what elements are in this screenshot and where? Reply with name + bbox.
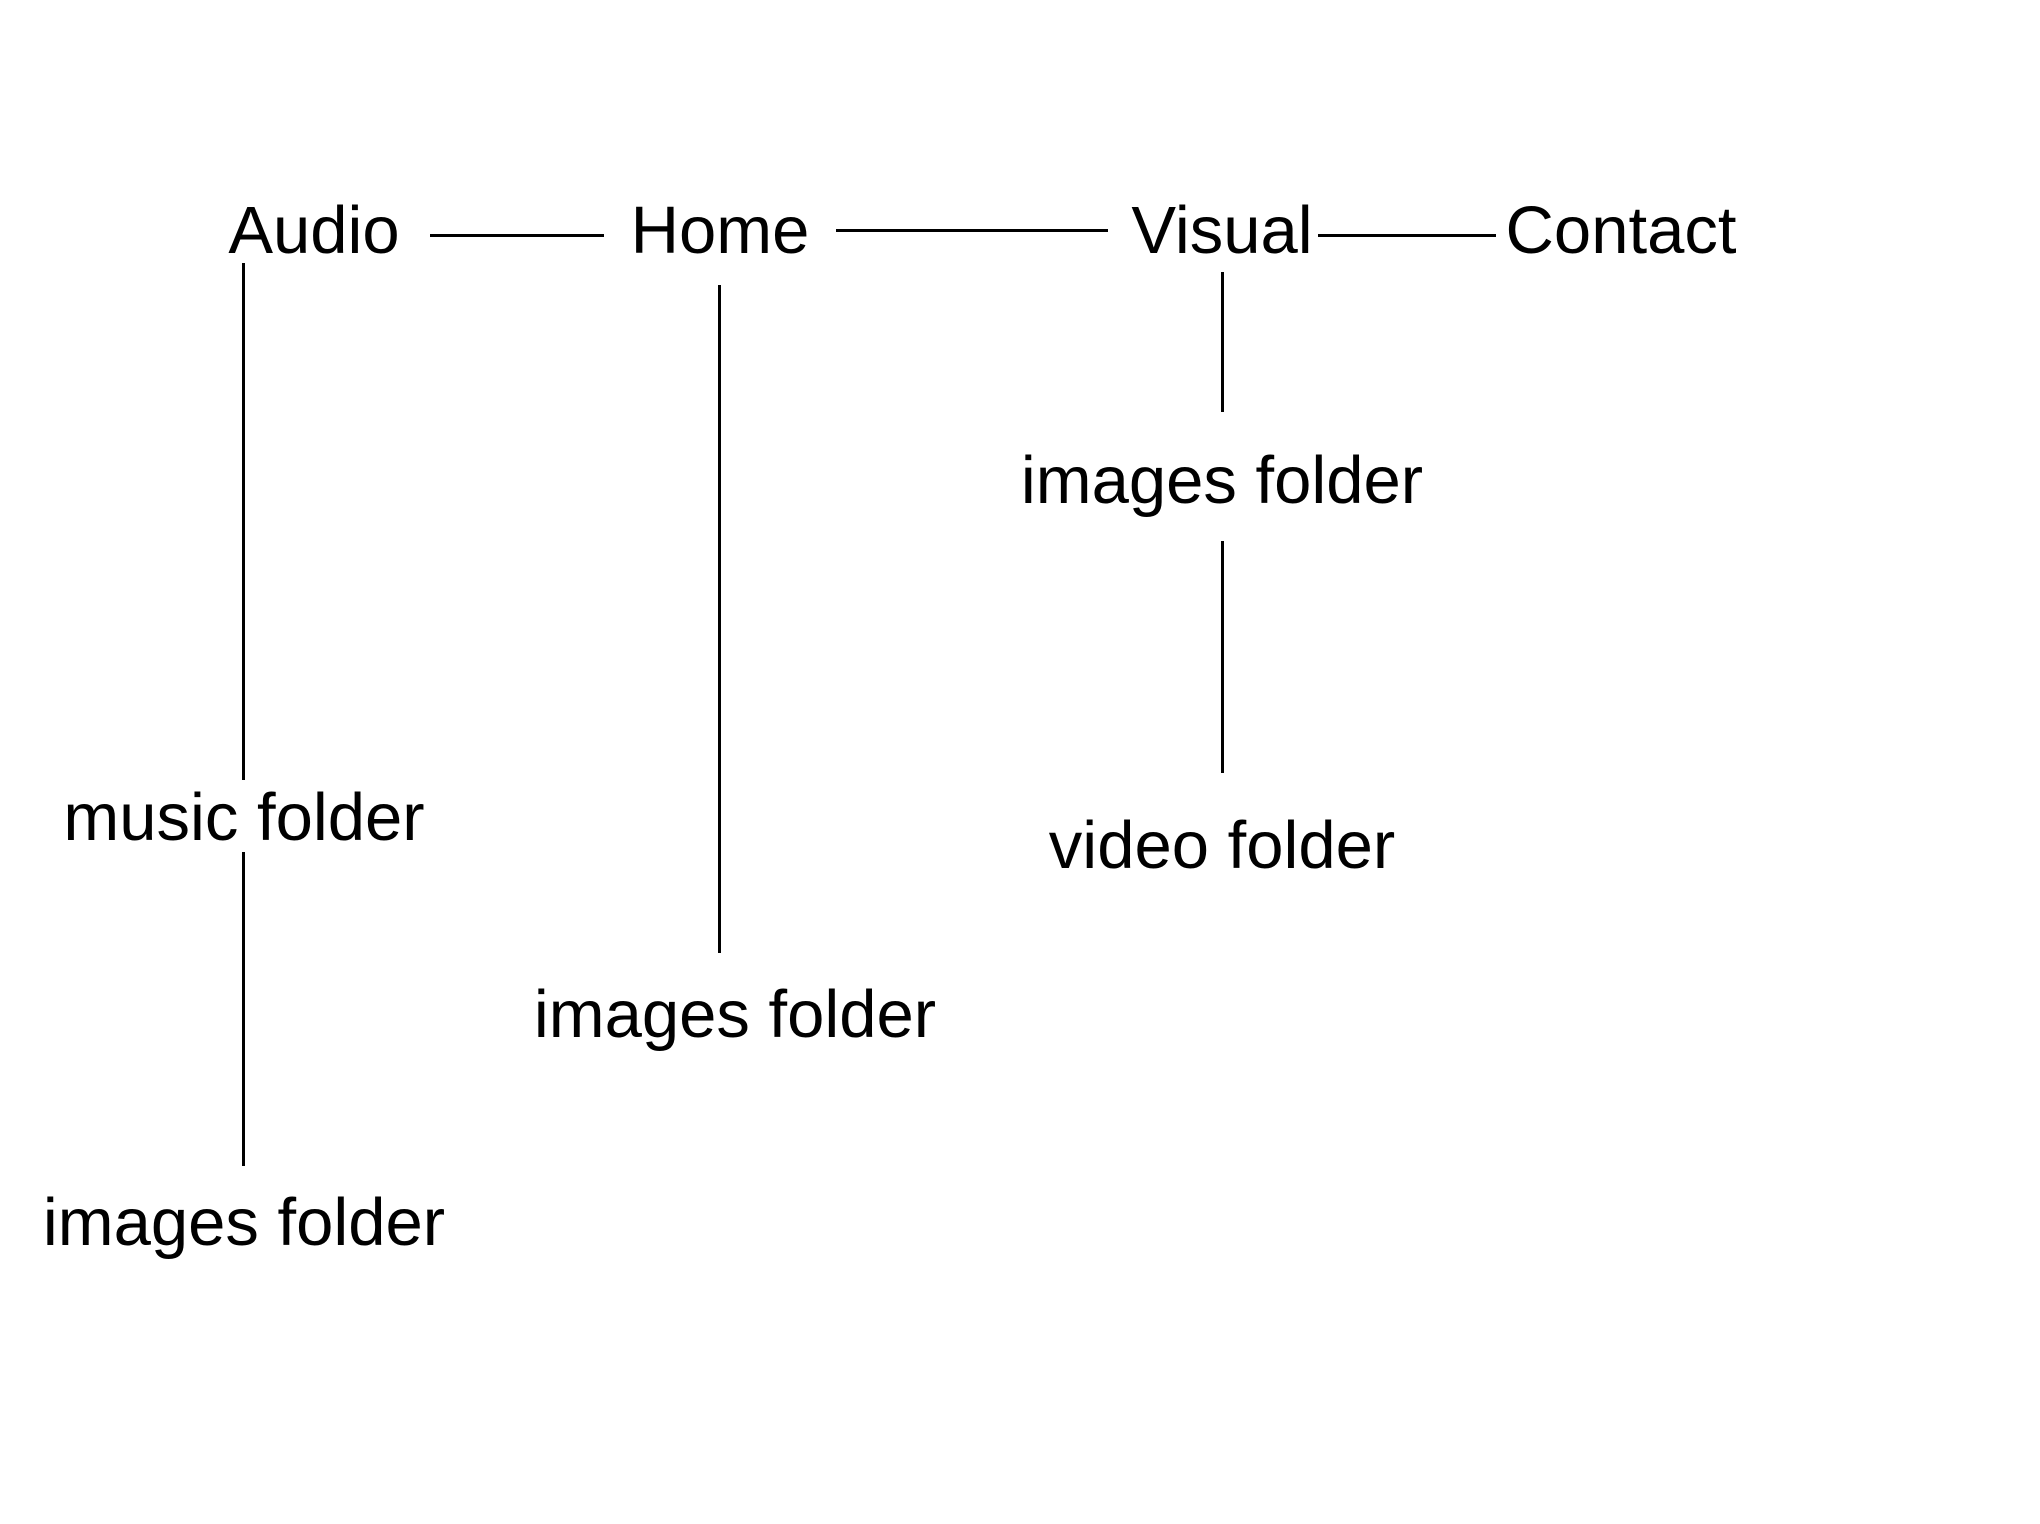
node-visual-images-folder: images folder bbox=[1020, 443, 1424, 518]
node-audio-images-folder: images folder bbox=[42, 1185, 446, 1260]
connector-visual-images bbox=[1221, 272, 1224, 412]
connector-audio-music bbox=[242, 263, 245, 780]
node-audio: Audio bbox=[228, 193, 400, 268]
node-visual: Visual bbox=[1131, 193, 1313, 268]
node-music-folder: music folder bbox=[63, 780, 425, 855]
node-video-folder: video folder bbox=[1048, 808, 1396, 883]
connector-audio-home bbox=[430, 234, 604, 237]
connector-images-video bbox=[1221, 541, 1224, 773]
node-home-images-folder: images folder bbox=[533, 977, 937, 1052]
connector-music-images bbox=[242, 852, 245, 1166]
connector-home-images bbox=[718, 285, 721, 953]
node-contact: Contact bbox=[1505, 193, 1737, 268]
connector-home-visual bbox=[836, 229, 1108, 232]
connector-visual-contact bbox=[1318, 234, 1496, 237]
node-home: Home bbox=[630, 193, 810, 268]
